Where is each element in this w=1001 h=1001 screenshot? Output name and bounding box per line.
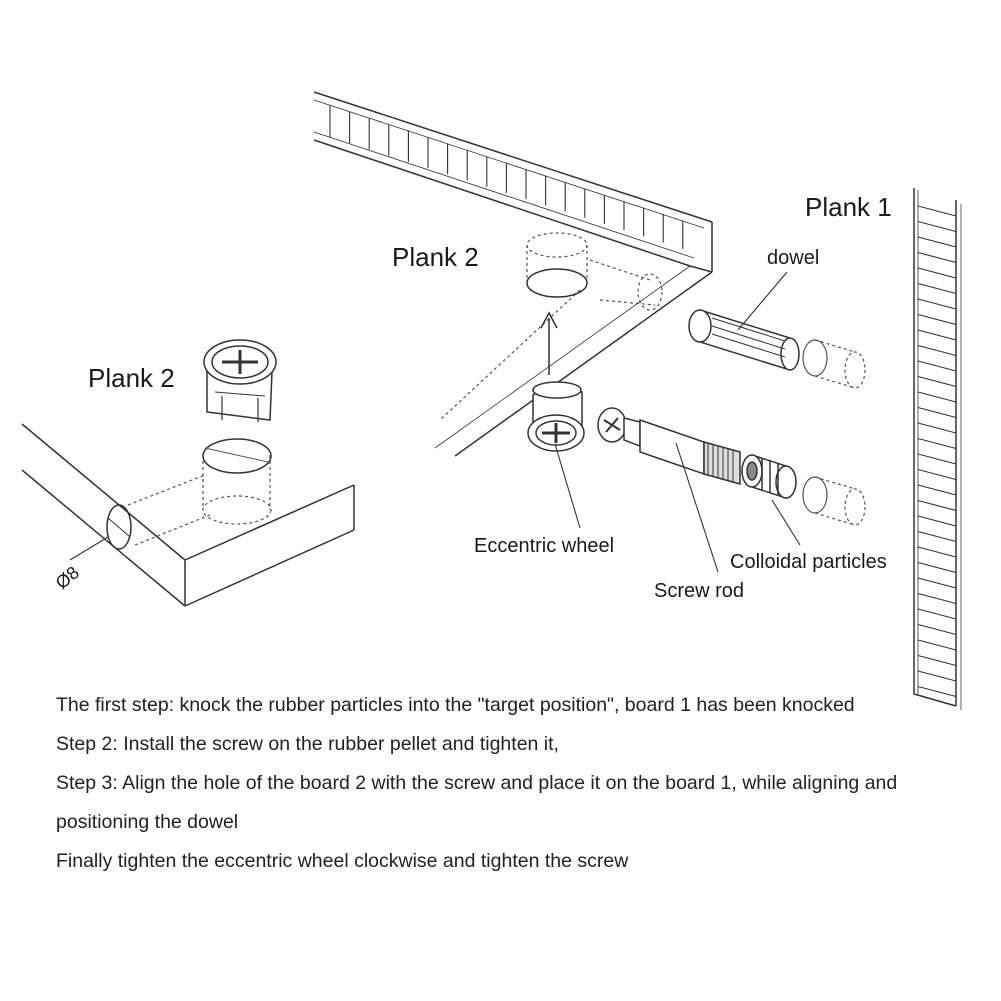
up-arrow-icon: [540, 311, 558, 375]
instruction-step1: The first step: knock the rubber particl…: [56, 694, 855, 716]
plank1-rung: [917, 515, 957, 527]
plank2-top-label: Plank 2: [392, 242, 479, 272]
plank1-rung: [917, 298, 957, 310]
plank1-rung: [917, 267, 957, 279]
colloidal-particle-icon: [741, 453, 797, 500]
eccentric-wheel-left-icon: [203, 339, 277, 422]
plank1-rung: [917, 406, 957, 419]
plank1-rung: [917, 499, 957, 512]
plank1-rung: [917, 530, 957, 543]
plank1-rung: [917, 608, 957, 620]
plank1-rung: [917, 205, 957, 217]
plank1-rung: [917, 251, 957, 264]
side-hole: [106, 504, 132, 550]
plank1-label: Plank 1: [805, 192, 892, 222]
plank1-rung: [917, 592, 957, 605]
plank1-rung: [917, 639, 957, 651]
plank1-rung: [917, 313, 957, 326]
plank2-left-board: [21, 423, 355, 607]
plank1-rung: [917, 422, 957, 434]
plank1-hidden-holes: [802, 339, 866, 526]
plank1-rung: [917, 344, 957, 357]
plank1-rung: [917, 577, 957, 589]
plank1-rung: [917, 623, 957, 636]
plank2-top-board: [313, 91, 713, 457]
screw-rod-label: Screw rod: [654, 580, 744, 602]
plank2-left-label: Plank 2: [88, 363, 175, 393]
plank1-rung: [917, 453, 957, 465]
instruction-step2: Step 2: Install the screw on the rubber …: [56, 733, 559, 755]
plank1-rung: [917, 437, 957, 450]
plank1-rung: [917, 220, 957, 233]
screw-rod-icon: [597, 407, 741, 485]
plank1-board: [913, 188, 962, 710]
plank1-rung: [917, 685, 957, 698]
plank1-rung: [917, 654, 957, 667]
plank1-rung: [917, 484, 957, 496]
eccentric-wheel-label: Eccentric wheel: [474, 535, 614, 557]
plank1-rung: [917, 546, 957, 558]
plank1-rung: [917, 360, 957, 372]
plank1-rung: [917, 282, 957, 295]
dowel-label: dowel: [767, 247, 819, 269]
plank1-rung: [917, 391, 957, 403]
plank2-top-hole: [526, 268, 588, 298]
hole-crossline: [204, 447, 269, 463]
instructions: The first step: knock the rubber particl…: [56, 686, 936, 881]
plank1-rung: [917, 236, 957, 248]
diameter-label: Ø8: [52, 562, 83, 593]
plank2-left-hidden-holes: [127, 455, 272, 546]
plank1-rung: [917, 561, 957, 574]
colloidal-particles-label: Colloidal particles: [730, 551, 887, 573]
dowel-icon: [688, 308, 800, 372]
plank1-rung: [917, 329, 957, 341]
plank1-rung: [917, 375, 957, 388]
plank2-hidden-holes: [439, 232, 663, 421]
plank2-left-top-hole: [202, 438, 272, 474]
instruction-step4: Finally tighten the eccentric wheel cloc…: [56, 850, 629, 872]
plank1-rung: [917, 468, 957, 481]
leader-lines: [554, 271, 801, 573]
plank1-rung: [917, 670, 957, 682]
eccentric-wheel-icon: [527, 381, 585, 452]
instruction-step3: Step 3: Align the hole of the board 2 wi…: [56, 772, 898, 833]
